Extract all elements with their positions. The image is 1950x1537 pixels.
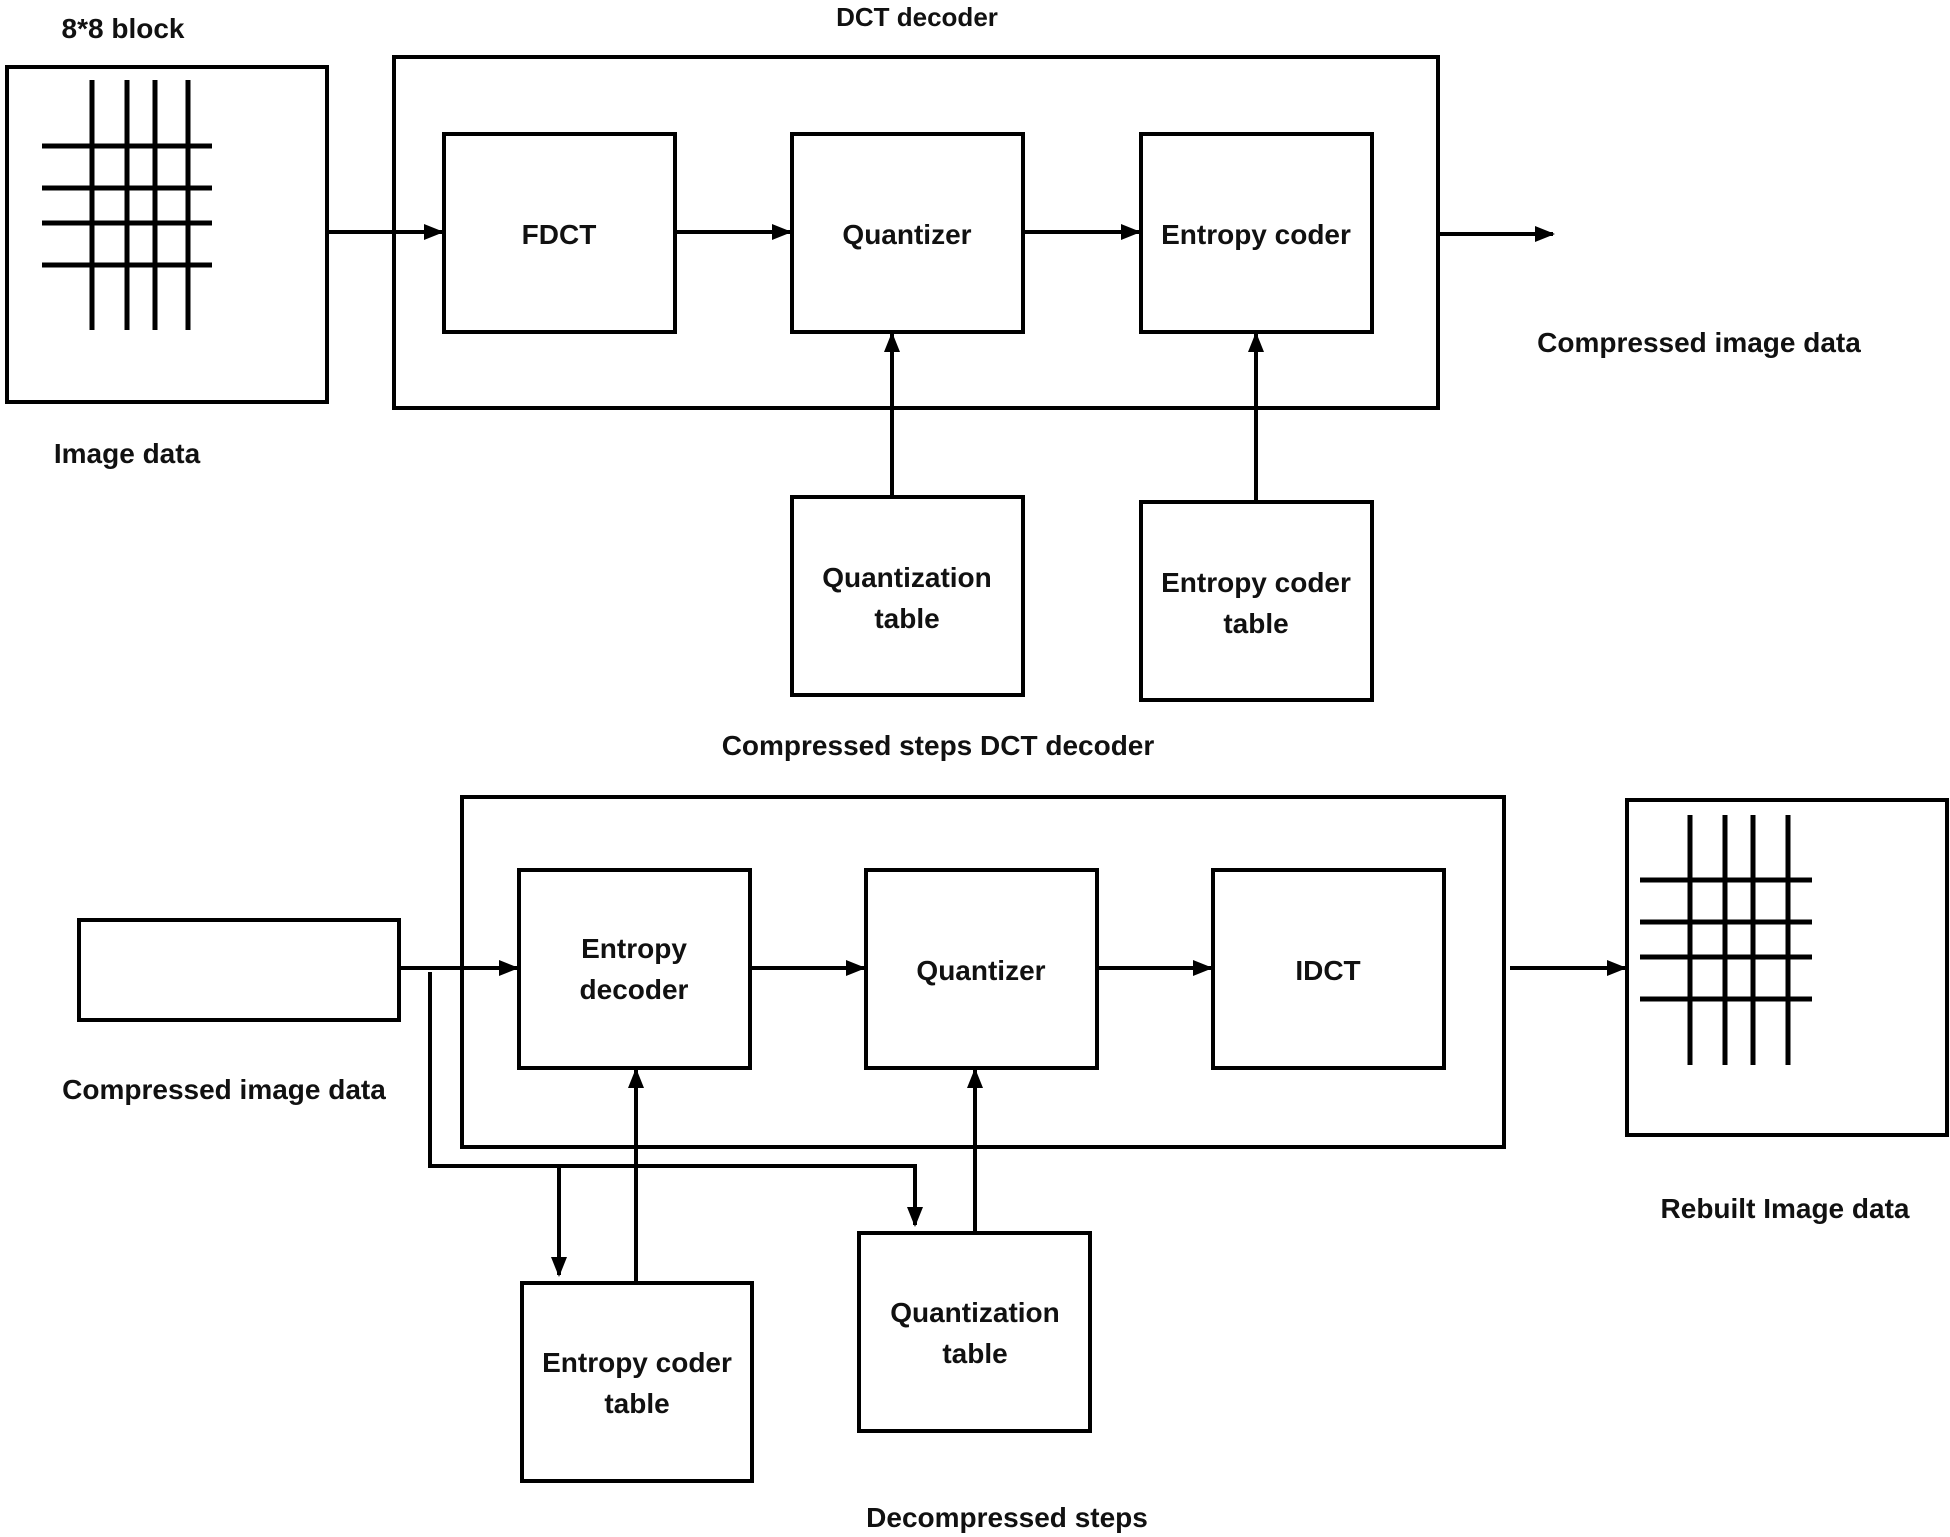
- compressed-data-block: [77, 918, 401, 1022]
- entropy-coder-table-line1: Entropy coder: [1161, 567, 1351, 598]
- bottom-quantization-table-block: Quantization table: [857, 1231, 1092, 1433]
- input-label: Image data: [54, 438, 201, 469]
- container-title: DCT decoder: [836, 2, 998, 32]
- entropy-coder-table-block: Entropy coder table: [1139, 500, 1374, 702]
- bottom-entropy-table-line1: Entropy coder: [542, 1347, 732, 1378]
- idct-label: IDCT: [1295, 955, 1360, 986]
- fdct-label: FDCT: [522, 219, 597, 250]
- quantizer-label: Quantizer: [842, 219, 971, 250]
- bottom-caption: Decompressed steps: [866, 1502, 1148, 1533]
- entropy-decoder-line1: Entropy: [581, 933, 687, 964]
- entropy-decoder-line2: decoder: [580, 974, 689, 1005]
- quantization-table-block: Quantization table: [790, 495, 1025, 697]
- image-block-input: [5, 65, 329, 404]
- block-caption: 8*8 block: [62, 13, 185, 44]
- dequantizer-block: Quantizer: [864, 868, 1099, 1070]
- entropy-coder-table-line2: table: [1223, 608, 1288, 639]
- bottom-input-label: Compressed image data: [62, 1074, 386, 1105]
- image-block-output: [1625, 798, 1949, 1137]
- bottom-entropy-coder-table-block: Entropy coder table: [520, 1281, 754, 1483]
- top-caption: Compressed steps DCT decoder: [722, 730, 1155, 761]
- idct-block: IDCT: [1211, 868, 1446, 1070]
- quantization-table-line1: Quantization: [822, 562, 992, 593]
- output-label: Compressed image data: [1537, 327, 1861, 358]
- quantization-table-line2: table: [874, 603, 939, 634]
- bottom-output-label: Rebuilt Image data: [1661, 1193, 1910, 1224]
- entropy-coder-block: Entropy coder: [1139, 132, 1374, 334]
- quantizer-block: Quantizer: [790, 132, 1025, 334]
- dequantizer-label: Quantizer: [916, 955, 1045, 986]
- decoder-container: [460, 795, 1506, 1149]
- bus-to-quantization-table: [428, 972, 923, 1227]
- fdct-block: FDCT: [442, 132, 677, 334]
- bottom-entropy-table-line2: table: [604, 1388, 669, 1419]
- bottom-quantization-table-line2: table: [942, 1338, 1007, 1369]
- bottom-quantization-table-line1: Quantization: [890, 1297, 1060, 1328]
- entropy-decoder-block: Entropy decoder: [517, 868, 752, 1070]
- entropy-coder-label: Entropy coder: [1161, 219, 1351, 250]
